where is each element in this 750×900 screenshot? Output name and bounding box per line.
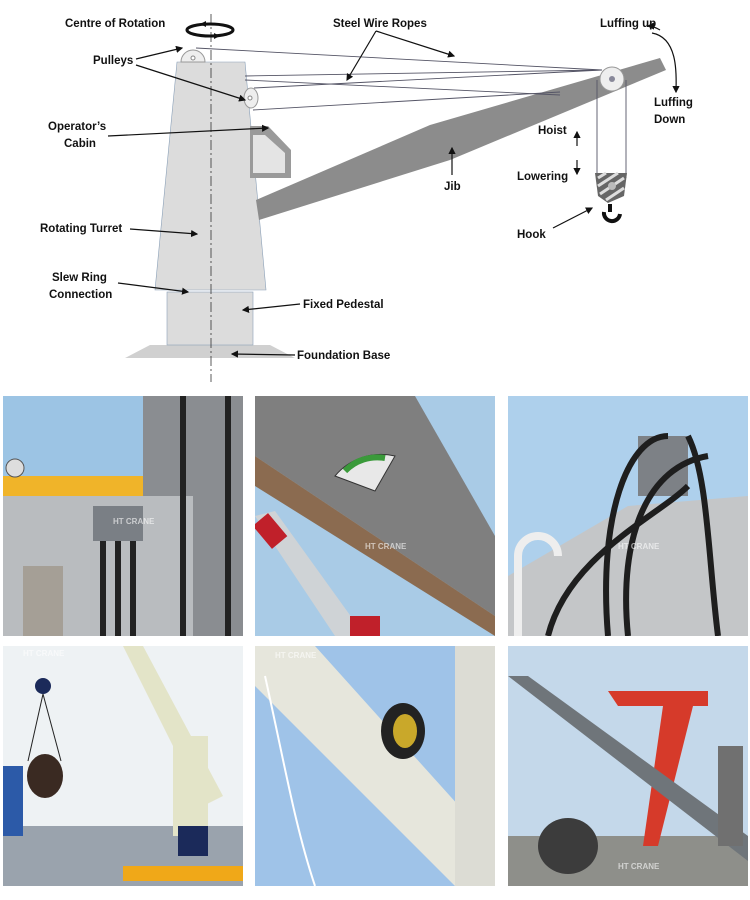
watermark: HT CRANE [113, 517, 155, 526]
fixed-pedestal [166, 291, 254, 346]
label-steel-wire-ropes: Steel Wire Ropes [333, 18, 427, 30]
label-slew-ring-1: Slew Ring [52, 272, 107, 284]
watermark: HT CRANE [365, 542, 407, 551]
crane-diagram: Centre of Rotation Steel Wire Ropes Luff… [40, 14, 693, 382]
label-hook: Hook [517, 229, 546, 241]
watermark: HT CRANE [23, 649, 65, 658]
watermark: HT CRANE [618, 862, 660, 871]
label-fixed-pedestal: Fixed Pedestal [303, 299, 384, 311]
photo-jib-angle-indicator: HT CRANE [255, 396, 495, 636]
label-lowering: Lowering [517, 171, 568, 183]
foundation-base [125, 345, 295, 358]
label-jib: Jib [444, 181, 461, 193]
hook-icon [601, 204, 622, 224]
label-slew-ring-2: Connection [49, 289, 112, 301]
label-luffing-up: Luffing up [600, 18, 656, 30]
photo-crane-lifting-coil: HT CRANE [3, 646, 243, 886]
label-centre-of-rotation: Centre of Rotation [65, 18, 165, 30]
hook-block [595, 171, 627, 224]
photo-jib-boom-yard: HT CRANE [508, 646, 748, 886]
steel-wire-ropes [195, 47, 627, 178]
rotation-icon [185, 21, 235, 39]
watermark: HT CRANE [618, 542, 660, 551]
photo-hydraulic-valve-block: HT CRANE [3, 396, 243, 636]
label-pulleys: Pulleys [93, 55, 133, 67]
photo-hydraulic-hoses-turret: HT CRANE [508, 396, 748, 636]
watermark: HT CRANE [275, 651, 317, 660]
label-luffing-down-1: Luffing [654, 97, 693, 109]
label-operators-cabin-2: Cabin [64, 138, 96, 150]
label-rotating-turret: Rotating Turret [40, 223, 122, 235]
label-luffing-down-2: Down [654, 114, 685, 126]
photo-wire-rope-drum: HT CRANE [255, 646, 495, 886]
label-hoist: Hoist [538, 125, 567, 137]
leader-arrows [107, 22, 680, 358]
jib [256, 58, 666, 220]
label-foundation-base: Foundation Base [297, 350, 390, 362]
label-operators-cabin-1: Operator’s [48, 121, 106, 133]
